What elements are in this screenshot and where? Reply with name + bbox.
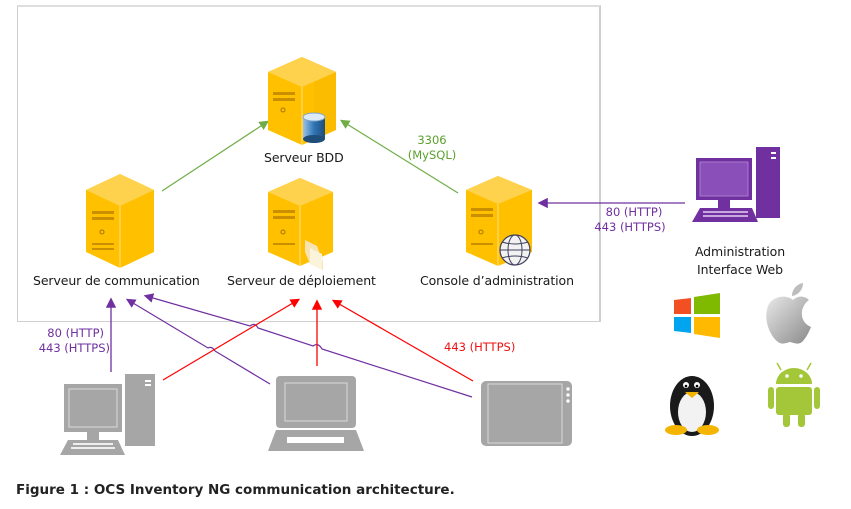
communication-server-icon bbox=[86, 174, 154, 268]
admin-console-label: Console d’administration bbox=[420, 273, 574, 288]
desktop-client-icon bbox=[60, 374, 155, 455]
link-tablet-to-comm bbox=[143, 293, 473, 398]
link-comm-to-db bbox=[161, 120, 270, 192]
admin-desktop-icon bbox=[692, 147, 780, 222]
mysql-port-protocol: (MySQL) bbox=[407, 148, 457, 162]
deploy-server-label: Serveur de déploiement bbox=[227, 273, 376, 288]
admin-web-label-line2: Interface Web bbox=[697, 262, 783, 277]
link-desktop-to-deploy bbox=[162, 298, 301, 381]
windows-logo-icon bbox=[674, 293, 720, 338]
laptop-client-icon bbox=[268, 376, 364, 451]
mysql-port-number: 3306 bbox=[417, 133, 447, 147]
figure-caption: Figure 1 : OCS Inventory NG communicatio… bbox=[16, 482, 455, 498]
apple-logo-icon bbox=[766, 283, 811, 344]
link-laptop-to-comm bbox=[125, 298, 271, 385]
linux-tux-logo-icon bbox=[665, 376, 719, 436]
client-https-line: 443 (HTTPS) bbox=[38, 341, 110, 355]
link-tablet-to-deploy bbox=[331, 299, 474, 382]
comm-server-label: Serveur de communication bbox=[33, 273, 200, 288]
admin-web-label-line1: Administration bbox=[694, 244, 786, 259]
admin-https-line: 443 (HTTPS) bbox=[594, 220, 666, 234]
web-server-icon bbox=[466, 176, 532, 266]
client-http-port-label: 80 (HTTP) 443 (HTTPS) bbox=[30, 326, 110, 356]
database-server-icon bbox=[268, 57, 336, 145]
admin-http-port-label: 80 (HTTP) 443 (HTTPS) bbox=[590, 205, 670, 235]
deployment-server-icon bbox=[268, 178, 333, 270]
android-logo-icon bbox=[768, 362, 820, 427]
tablet-client-icon bbox=[481, 381, 572, 446]
db-server-label: Serveur BDD bbox=[264, 150, 344, 165]
mysql-port-label: 3306 (MySQL) bbox=[402, 133, 462, 163]
admin-web-label: Administration Interface Web bbox=[690, 243, 790, 279]
link-console-to-db bbox=[339, 119, 459, 194]
deploy-https-port-label: 443 (HTTPS) bbox=[444, 340, 516, 354]
server-zone-frame bbox=[17, 5, 601, 322]
client-http-line: 80 (HTTP) bbox=[47, 326, 104, 340]
admin-http-line: 80 (HTTP) bbox=[605, 205, 663, 219]
